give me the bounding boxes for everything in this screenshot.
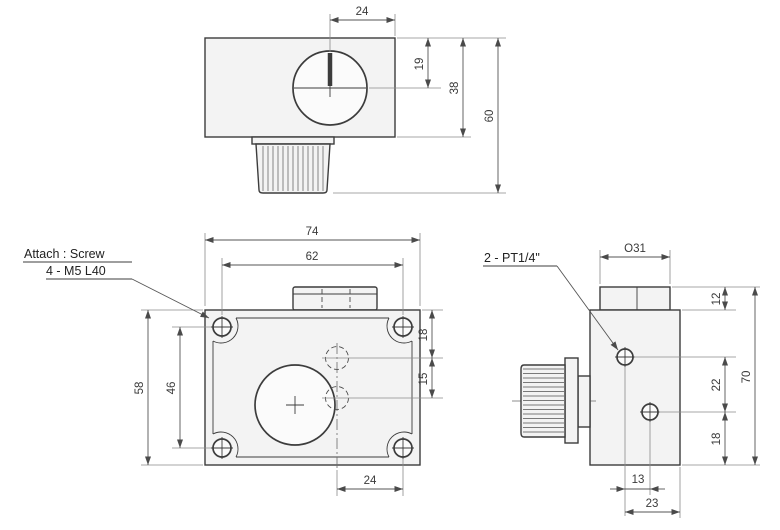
- knurled-knob-side: [520, 364, 566, 438]
- dimension-side-13: 13: [610, 367, 665, 516]
- corner-screw-top-right: [392, 316, 414, 338]
- dimension-top-19: 19: [369, 37, 506, 89]
- dimension-front-62: 62: [221, 251, 404, 315]
- knob-flange-top-view: [251, 136, 335, 145]
- knurl-texture-vertical: [262, 146, 324, 191]
- pt-port-note-leader: [556, 265, 619, 351]
- port-screw-upper: [615, 347, 635, 367]
- dim-label-front-58: 58: [134, 382, 146, 395]
- knurl-texture-horizontal: [523, 368, 564, 433]
- dimension-side-70: 70: [741, 287, 758, 465]
- dim-label-front-62: 62: [306, 251, 319, 263]
- dim-label-side-70: 70: [741, 371, 753, 384]
- dim-label-front-15: 15: [418, 373, 430, 386]
- knob-neck-side: [577, 375, 591, 428]
- dimension-front-46: 46: [166, 326, 211, 449]
- dimension-top-24: 24: [329, 6, 396, 52]
- main-bore-center-cross: [286, 396, 304, 414]
- top-view: 24 19 38 60: [204, 6, 506, 194]
- dimension-front-15: 15: [322, 358, 443, 399]
- attach-note-leader: [131, 278, 210, 319]
- knob-boss-front: [292, 286, 378, 311]
- dim-label-top-38: 38: [449, 82, 461, 95]
- dimension-front-24: 24: [336, 459, 404, 496]
- port-screw-lower: [640, 402, 660, 422]
- dimension-side-12: 12: [672, 286, 760, 311]
- dim-label-front-18: 18: [418, 329, 430, 342]
- dim-label-side-12: 12: [711, 293, 723, 306]
- side-view: 2 - PT1/4" O31 12 22 18: [483, 243, 760, 518]
- attach-note-line2: 4 - M5 L40: [46, 264, 106, 278]
- dim-label-top-24: 24: [356, 6, 369, 18]
- knob-boss-side: [599, 286, 671, 311]
- dial-center-cross: [321, 79, 339, 97]
- dim-label-front-24: 24: [364, 475, 377, 487]
- attach-note-line1: Attach : Screw: [24, 247, 106, 261]
- dim-label-side-13: 13: [632, 474, 645, 486]
- dimension-side-diameter-31: O31: [599, 243, 671, 284]
- dimension-front-18: 18: [322, 309, 443, 359]
- dim-label-side-22: 22: [711, 379, 723, 392]
- dim-label-side-23: 23: [646, 498, 659, 510]
- dim-label-top-19: 19: [414, 58, 426, 71]
- dim-label-side-o31: O31: [624, 243, 646, 255]
- dim-label-front-74: 74: [306, 226, 319, 238]
- dimension-side-18: 18: [682, 412, 760, 466]
- knob-flange-side: [564, 357, 579, 444]
- side-body: [589, 309, 681, 466]
- corner-screw-bottom-right: [392, 437, 414, 459]
- pt-port-note: 2 - PT1/4": [483, 251, 619, 351]
- dimension-top-38: 38: [397, 38, 471, 138]
- corner-screw-top-left: [211, 316, 233, 338]
- dim-label-front-46: 46: [166, 382, 178, 395]
- dimension-front-74: 74: [204, 226, 421, 306]
- dim-label-side-18: 18: [711, 433, 723, 446]
- attach-note: Attach : Screw 4 - M5 L40: [23, 247, 210, 319]
- front-view: 74 62 58 46 18 15: [23, 226, 443, 496]
- pt-port-note-text: 2 - PT1/4": [484, 251, 540, 265]
- corner-screw-bottom-left: [211, 437, 233, 459]
- dimension-side-23: 23: [625, 467, 681, 518]
- front-plate-inner-contour: [212, 317, 413, 458]
- dimension-top-60: 60: [333, 38, 506, 194]
- dim-label-top-60: 60: [484, 110, 496, 123]
